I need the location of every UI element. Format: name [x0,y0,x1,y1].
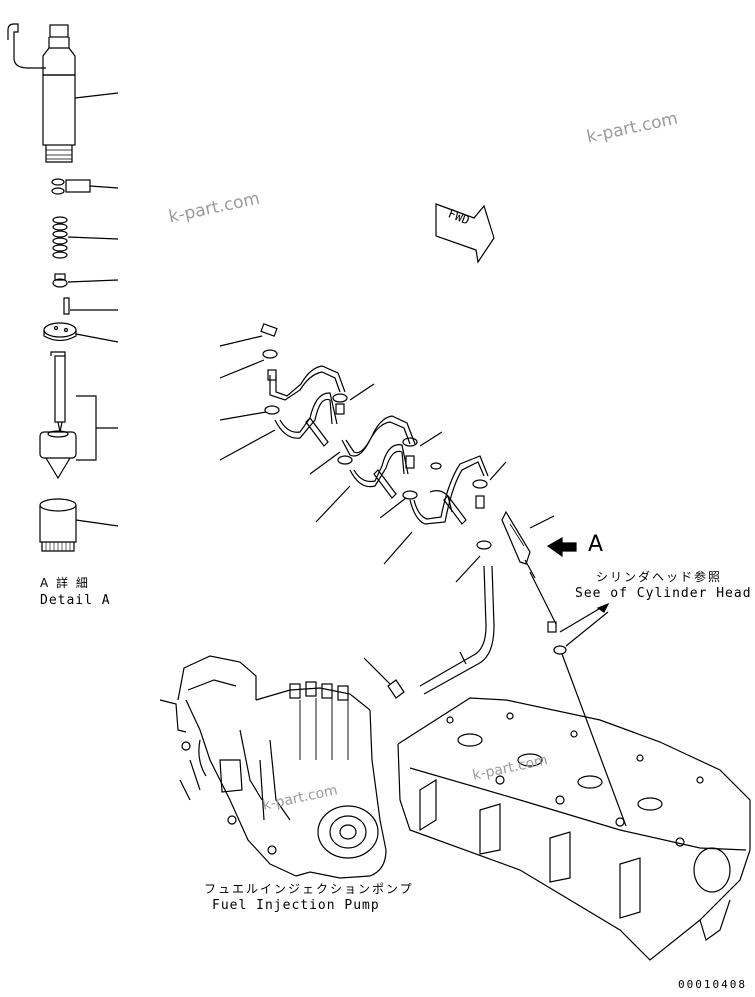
cylinder-head-ref-en: See of Cylinder Head [575,586,752,601]
cylinder-head-gaskets [529,571,627,827]
cylinder-head [397,697,751,961]
injection-tubes [269,365,489,525]
drawing-number: 00010408 [678,978,747,991]
spring [52,216,119,259]
pump-caption-en: Fuel Injection Pump [212,898,380,913]
tube-clamps [260,323,492,550]
pump-caption-jp: フュエルインジェクションポンプ [204,882,414,896]
leader-lines [219,335,555,685]
fwd-direction-arrow [435,203,495,264]
view-arrow [546,536,577,558]
washer-and-pin [51,178,119,195]
spring-seat [52,273,119,288]
push-pin [63,297,118,315]
distance-piece [43,322,119,343]
fuel-injection-pump [159,655,387,879]
nozzle [39,351,118,480]
view-arrow-letter: A [588,532,604,557]
injector-nozzle-holder [7,23,119,163]
retaining-nut [39,498,119,552]
injector-bodies [305,417,536,579]
return-hose [387,565,495,699]
detail-a-label-en: Detail A [40,593,111,608]
cylinder-head-ref-jp: シリンダヘッド参照 [596,570,723,584]
detail-a-label-jp: A 詳 細 [40,576,90,590]
